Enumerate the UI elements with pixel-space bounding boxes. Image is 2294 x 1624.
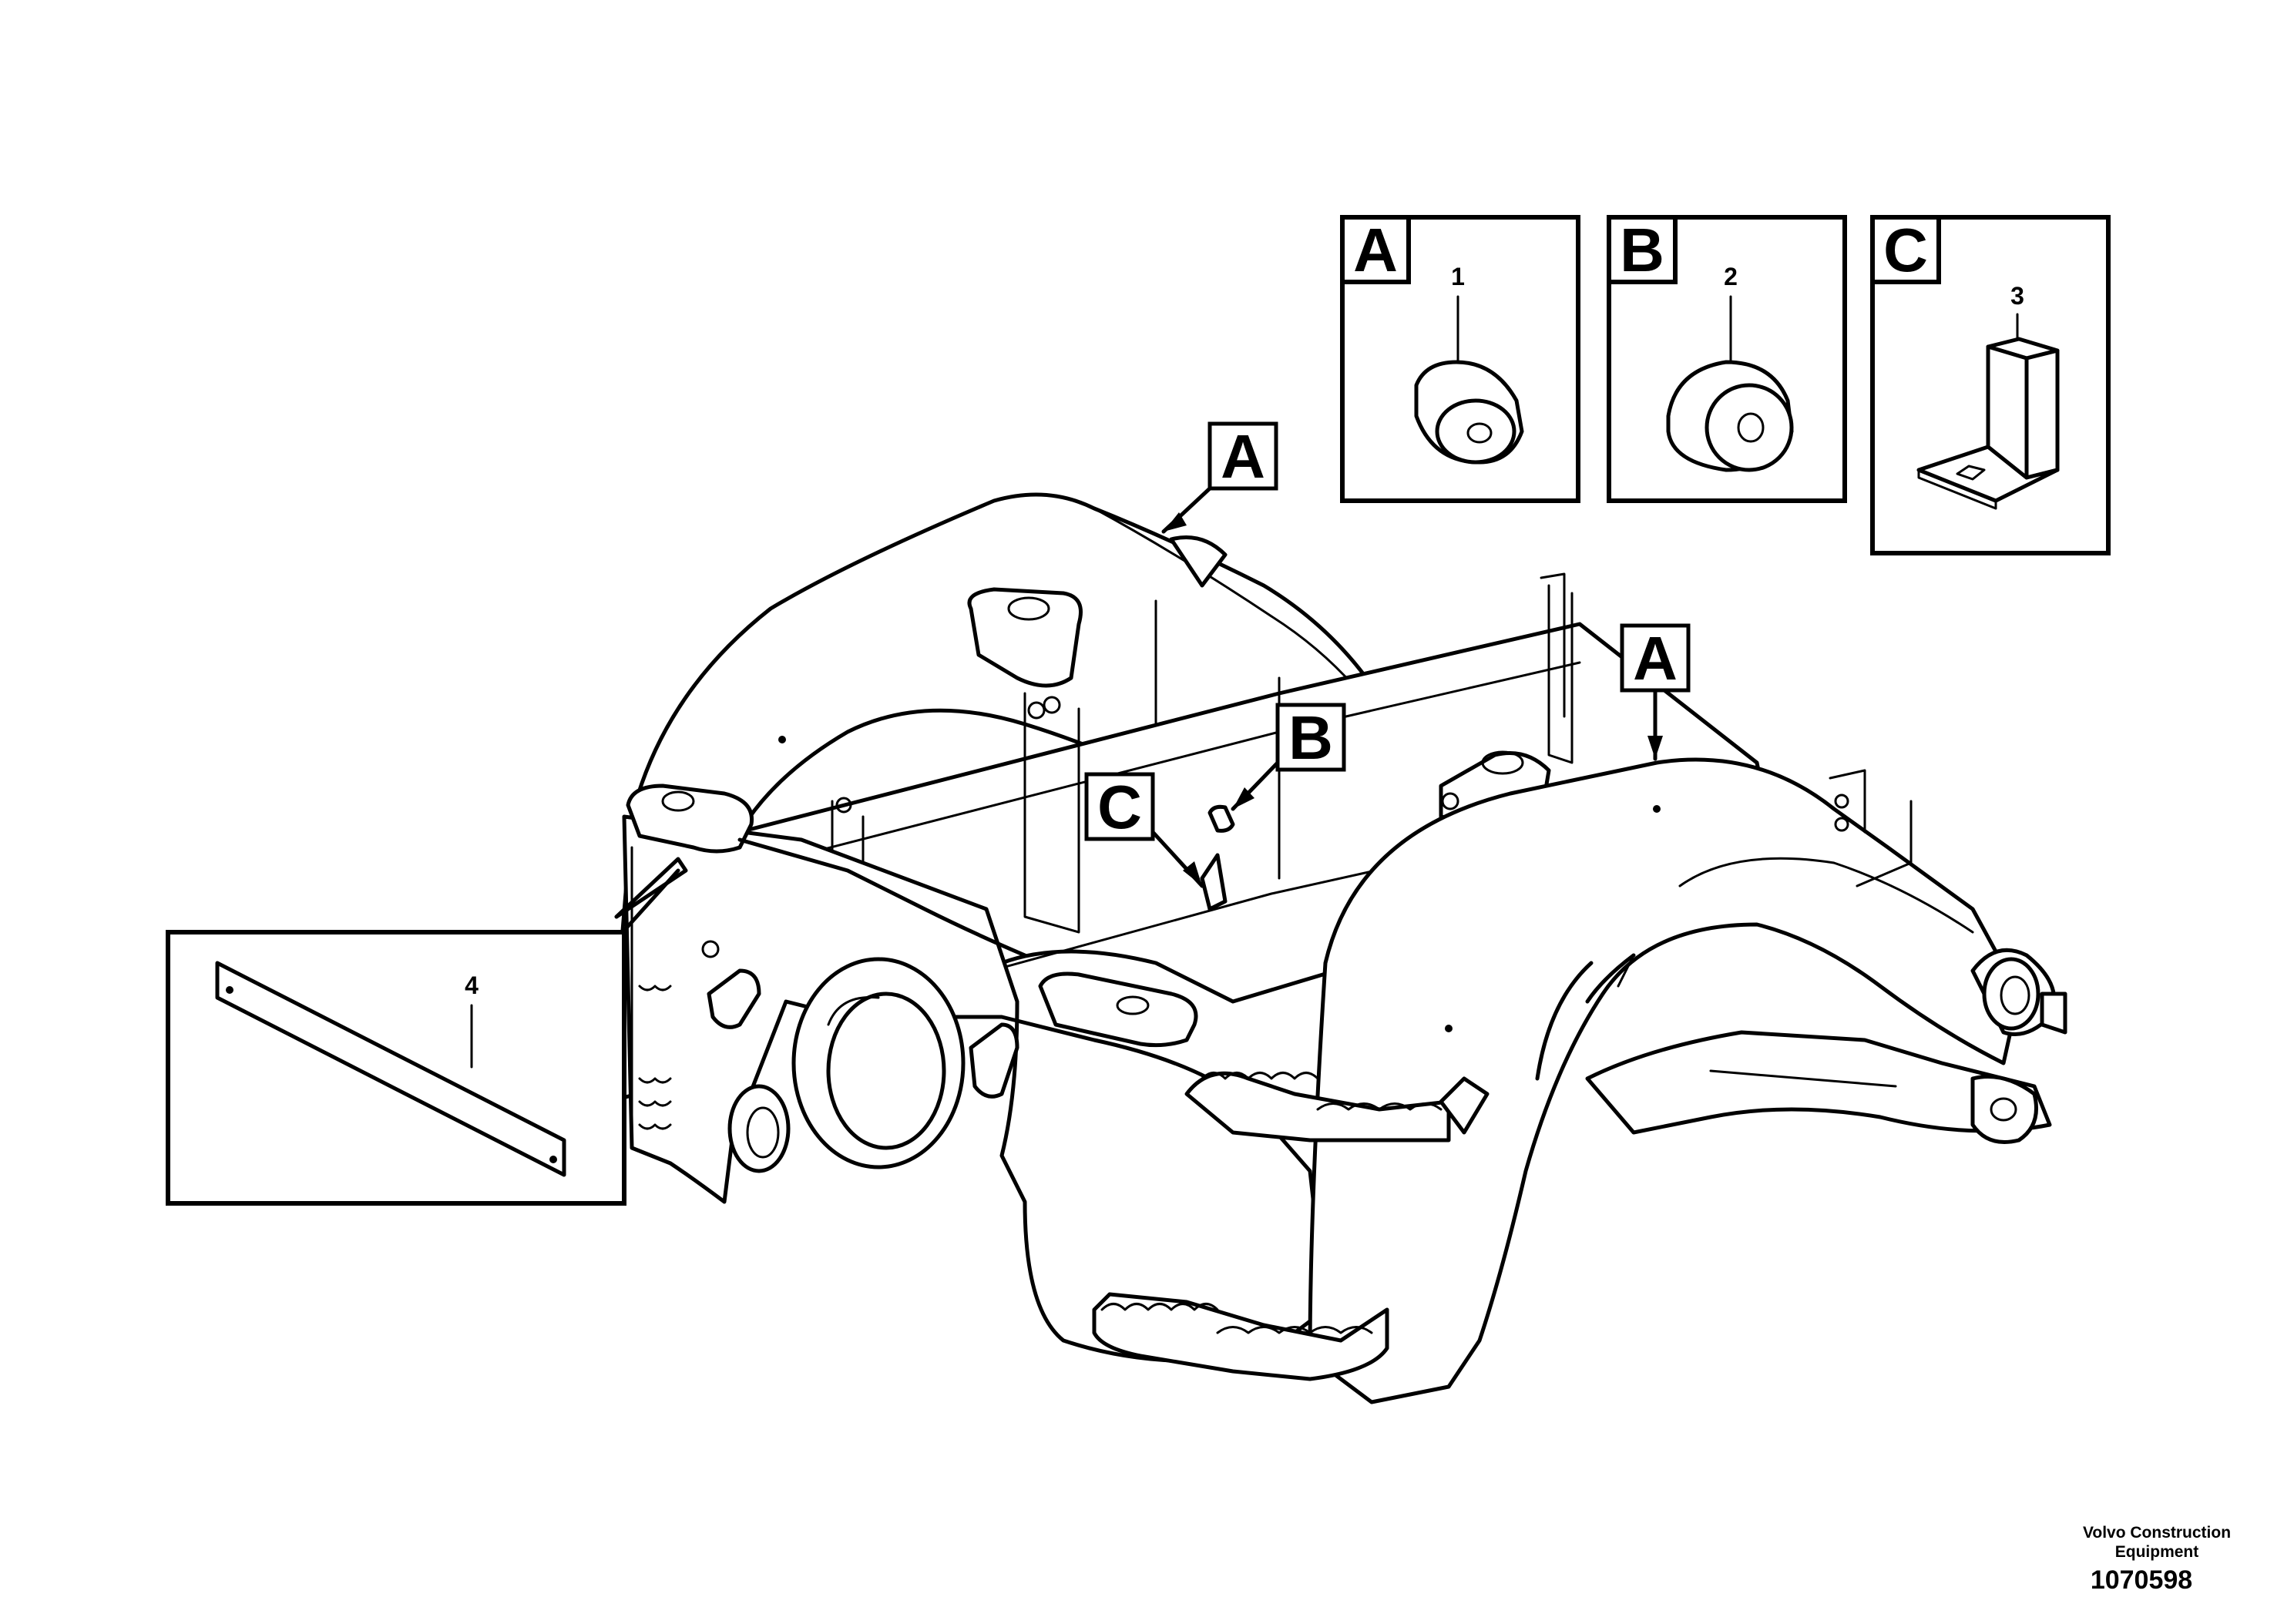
detail-b-item-number: 2 xyxy=(1724,263,1738,290)
callout-a-right-label: A xyxy=(1633,624,1678,693)
plate-part-4 xyxy=(215,961,566,1177)
drawing-number: 1070598 xyxy=(2090,1565,2193,1595)
callout-b: B xyxy=(1207,703,1346,833)
company-name-line1: Volvo Construction xyxy=(2082,1524,2232,1542)
callout-c: C xyxy=(1084,772,1228,911)
callout-a-right: A xyxy=(1620,623,1691,761)
step-upper xyxy=(1184,1071,1451,1143)
detail-box-c: C 3 xyxy=(1870,215,2111,555)
callout-a-left-label: A xyxy=(1221,422,1265,491)
bracket-part-3 xyxy=(1916,337,2060,510)
callout-c-label: C xyxy=(1097,773,1142,841)
left-fender xyxy=(606,492,1436,1104)
detail-a-item-number: 1 xyxy=(1451,263,1465,290)
callout-b-label: B xyxy=(1288,703,1333,772)
company-credit: Volvo Construction Equipment xyxy=(2041,1523,2242,1562)
frame-assembly xyxy=(606,492,2067,1404)
company-name-line2: Equipment xyxy=(2114,1543,2199,1561)
detail-box-a: A 1 xyxy=(1340,215,1580,503)
step-lower xyxy=(1092,1292,1389,1381)
bearing-bore-inner xyxy=(826,992,946,1150)
detail-box-plate: 4 xyxy=(166,857,688,1206)
detail-c-letter: C xyxy=(1883,216,1928,284)
detail-c-item-number: 3 xyxy=(2010,282,2024,310)
callout-a-left: A xyxy=(1161,421,1278,534)
plate-item-number: 4 xyxy=(465,971,479,999)
spacer-part-1 xyxy=(1414,360,1524,465)
detail-b-letter: B xyxy=(1620,216,1664,284)
detail-box-b: B 2 xyxy=(1607,215,1847,503)
right-fender xyxy=(1308,757,2021,1404)
spacer-part-2 xyxy=(1666,360,1794,472)
detail-a-letter: A xyxy=(1353,216,1398,284)
